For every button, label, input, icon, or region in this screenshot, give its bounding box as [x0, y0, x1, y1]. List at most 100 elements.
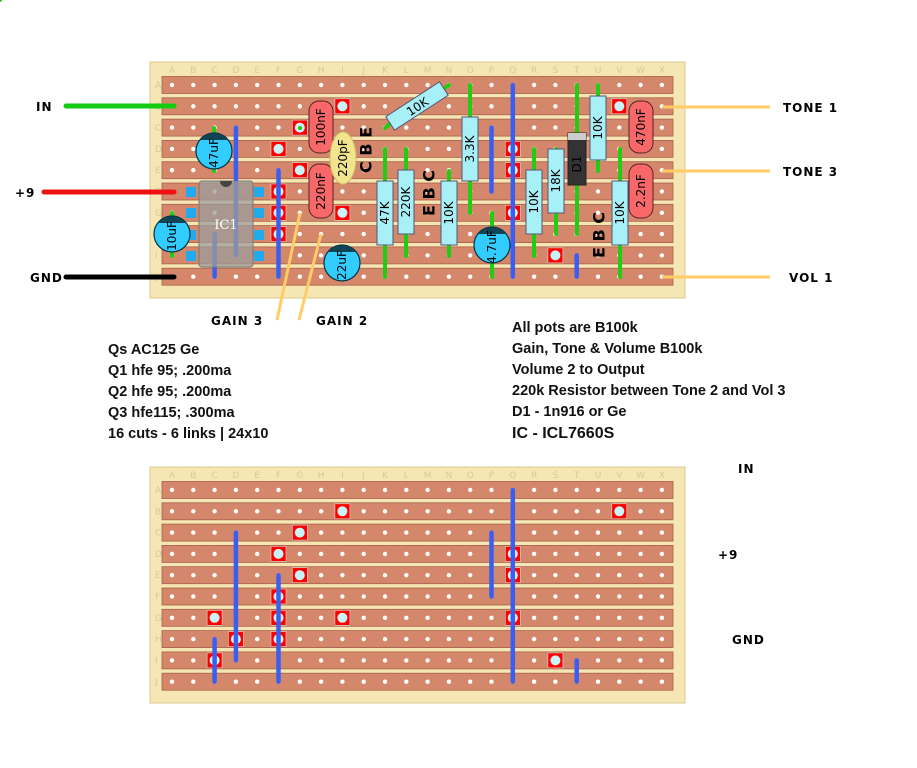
track-cut [291, 567, 308, 584]
hole [489, 615, 494, 620]
hole [595, 636, 601, 642]
hole [638, 636, 643, 642]
hole [425, 509, 430, 514]
hole [276, 104, 281, 109]
hole [468, 551, 473, 557]
hole [425, 210, 430, 215]
row-letter: A [155, 81, 162, 91]
hole [361, 274, 366, 279]
column-letter: W [636, 66, 645, 76]
hole [340, 82, 345, 88]
ic-pin [254, 187, 264, 197]
hole [191, 679, 196, 684]
hole [531, 530, 537, 535]
column-letter: F [276, 66, 281, 76]
hole [404, 658, 409, 663]
hole [191, 658, 196, 663]
hole [404, 551, 409, 557]
hole [297, 189, 302, 194]
transistor-q2-pins: E B C [420, 170, 439, 216]
capacitor-body [323, 244, 361, 282]
label-gain3: GAIN 3 [211, 314, 263, 328]
resistor-10k-diagonal: 10K [385, 81, 449, 131]
capacitor-label: 47uF [207, 138, 221, 168]
hole [404, 274, 409, 279]
hole [318, 487, 324, 493]
hole [553, 274, 558, 279]
hole [638, 82, 643, 88]
cut-hole [294, 527, 305, 538]
hole [468, 231, 473, 237]
hole [297, 274, 302, 279]
hole [553, 125, 558, 130]
notes-left: Qs AC125 Ge Q1 hfe 95; .200ma Q2 hfe 95;… [108, 340, 268, 445]
hole [425, 615, 430, 620]
hole [617, 82, 622, 88]
column-letter: J [361, 471, 365, 481]
cut-hole [614, 506, 625, 517]
column-letter: X [659, 471, 665, 481]
resistor-3-3k: 3.3K [461, 116, 479, 182]
copper-strip [161, 545, 674, 563]
capacitor-body [195, 132, 233, 170]
hole [425, 82, 430, 88]
diode-label: D1 [570, 156, 584, 173]
hole [255, 509, 260, 514]
hole [468, 274, 473, 279]
hole [617, 679, 622, 684]
row-letter: B [155, 507, 161, 517]
column-letter: R [531, 66, 537, 76]
hole [553, 487, 558, 493]
hole [191, 509, 196, 514]
diode-cathode-band [568, 133, 586, 140]
track-cut [334, 609, 351, 626]
hole [212, 487, 217, 493]
hole [531, 274, 537, 279]
track-cut [270, 546, 287, 562]
hole [191, 274, 196, 279]
copper-strip [161, 608, 674, 627]
row-letter: I [155, 656, 158, 666]
column-letter: I [341, 66, 344, 76]
hole [255, 82, 260, 88]
column-letter: C [211, 66, 217, 76]
ic-pin [254, 230, 264, 240]
hole [361, 551, 366, 557]
hole [361, 146, 366, 152]
hole [425, 125, 430, 130]
hole [638, 231, 643, 237]
hole [489, 679, 494, 684]
electrolytic-4-7uf: 4.7uF [473, 226, 511, 264]
hole [212, 551, 217, 557]
column-letter: M [424, 471, 432, 481]
resistor-10k-r: 10K [525, 169, 543, 235]
hole [425, 551, 430, 557]
hole [446, 530, 452, 535]
row-letter: C [155, 124, 161, 134]
column-letter: C [211, 471, 217, 481]
column-letter: D [232, 66, 239, 76]
hole [297, 509, 302, 514]
hole [169, 530, 175, 535]
ic-pin [186, 187, 196, 197]
copper-strip [161, 481, 674, 499]
hole [169, 168, 175, 173]
hole [361, 210, 366, 215]
track-cut [270, 141, 287, 157]
hole [425, 231, 430, 237]
column-letter: H [318, 66, 325, 76]
hole [638, 530, 643, 535]
hole [638, 551, 643, 557]
hole [595, 210, 601, 215]
hole [425, 168, 430, 173]
cut-hole [550, 655, 561, 666]
hole [318, 509, 324, 514]
hole [468, 573, 473, 578]
hole [276, 530, 281, 535]
hole [255, 551, 260, 557]
capacitor-label: 2.2nF [634, 174, 648, 208]
hole [212, 82, 217, 88]
hole [489, 104, 494, 109]
